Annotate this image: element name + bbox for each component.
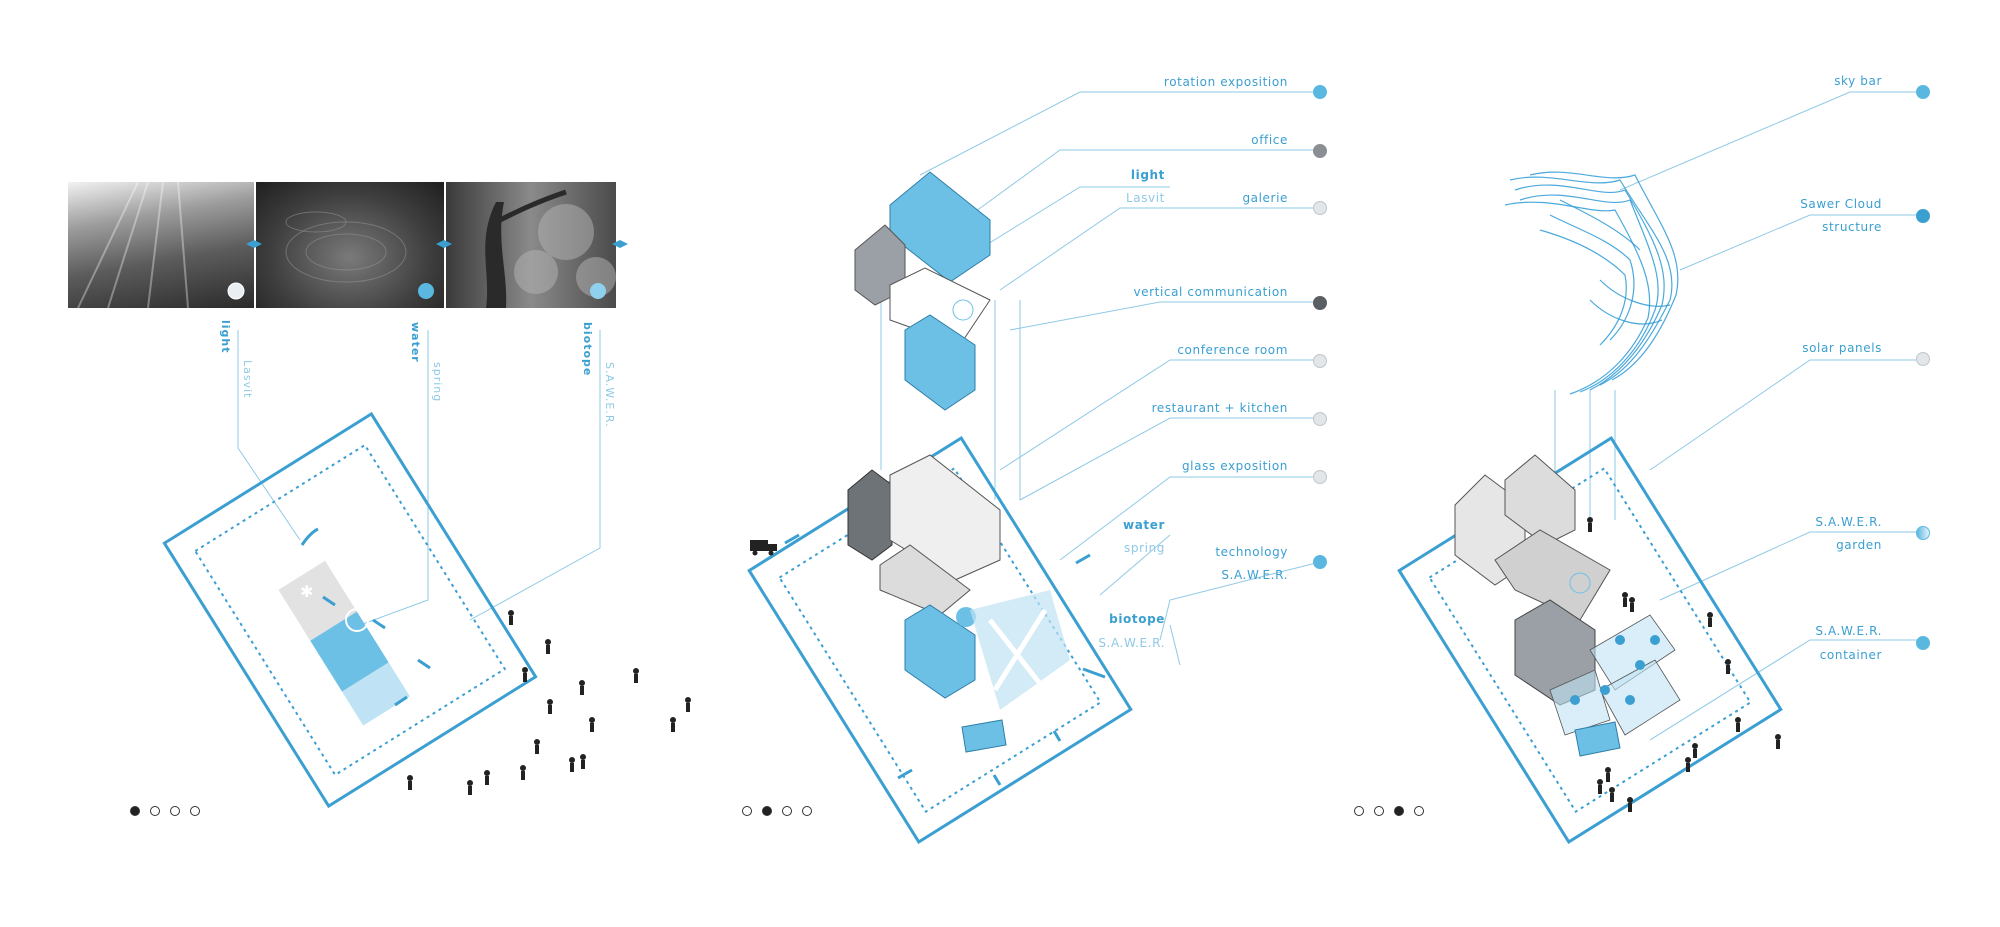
page-dot-3[interactable] — [1394, 806, 1404, 816]
label-light-sub: Lasvit — [241, 360, 254, 399]
label-solar-panels: solar panels — [1802, 341, 1882, 355]
label-biotope-2: biotope — [1109, 612, 1165, 626]
dot-vertical-communication — [1313, 296, 1327, 310]
page-dot-1[interactable] — [130, 806, 140, 816]
label-biotope-sub-2: S.A.W.E.R. — [1098, 636, 1165, 650]
page-dot-1[interactable] — [1354, 806, 1364, 816]
dot-sawer-cloud — [1916, 209, 1930, 223]
label-galerie: galerie — [1242, 191, 1288, 205]
label-sky-bar: sky bar — [1834, 74, 1882, 88]
label-technology: technology — [1215, 545, 1288, 559]
lower-volumes — [847, 454, 1070, 753]
dot-garden — [1916, 526, 1930, 540]
label-light-sub-2: Lasvit — [1125, 191, 1165, 205]
label-water-2: water — [1123, 518, 1165, 532]
label-structure: structure — [1822, 220, 1882, 234]
photo-light — [68, 182, 254, 308]
label-sawer-container: S.A.W.E.R. — [1815, 624, 1882, 638]
label-water-sub-2: spring — [1124, 541, 1165, 555]
water-circle-icon — [345, 608, 369, 632]
label-glass-exposition: glass exposition — [1181, 459, 1288, 473]
light-rays-graphic — [77, 182, 245, 308]
label-light-2: light — [1130, 168, 1165, 182]
label-container: container — [1819, 648, 1882, 662]
label-conference-room: conference room — [1177, 343, 1288, 357]
dot-office — [1313, 144, 1327, 158]
page-dot-4[interactable] — [802, 806, 812, 816]
dot-sky-bar — [1916, 85, 1930, 99]
dot-solar-panels — [1916, 352, 1930, 366]
palm-trees — [1570, 635, 1660, 705]
label-rotation-exposition: rotation exposition — [1163, 75, 1288, 89]
label-sawer-cloud: Sawer Cloud — [1800, 197, 1882, 211]
people-figures — [407, 610, 691, 795]
label-biotope-sub: S.A.W.E.R. — [603, 362, 616, 428]
page-dot-1[interactable] — [742, 806, 752, 816]
dot-technology — [1313, 555, 1327, 569]
label-garden: garden — [1836, 538, 1882, 552]
dot-glass-exposition — [1313, 470, 1327, 484]
label-restaurant-kitchen: restaurant + kitchen — [1151, 401, 1288, 415]
page-dot-2[interactable] — [1374, 806, 1384, 816]
label-office: office — [1251, 133, 1288, 147]
people-figures-3 — [1587, 517, 1781, 812]
water-texture-graphic — [285, 211, 434, 299]
page-dot-4[interactable] — [1414, 806, 1424, 816]
page-dot-2[interactable] — [150, 806, 160, 816]
sawer-cloud-graphic — [1504, 171, 1679, 395]
page-dot-3[interactable] — [782, 806, 792, 816]
panel-structure: sky bar Sawer Cloud structure solar pane… — [1350, 0, 2000, 927]
page-dot-2[interactable] — [762, 806, 772, 816]
page-dot-4[interactable] — [190, 806, 200, 816]
svg-text:✱: ✱ — [300, 582, 313, 601]
photo-biotope — [446, 182, 616, 308]
upper-volumes — [854, 171, 991, 411]
dot-galerie — [1313, 201, 1327, 215]
panel-functions: rotation exposition office light Lasvit … — [700, 0, 1350, 927]
label-sawer-garden: S.A.W.E.R. — [1815, 515, 1882, 529]
dot-container — [1916, 636, 1930, 650]
label-vertical-communication: vertical communication — [1133, 285, 1288, 299]
label-water-sub: spring — [431, 362, 444, 403]
label-water: water — [409, 322, 422, 363]
panel3-diagram — [1397, 91, 1920, 844]
dot-rotation-exposition — [1313, 85, 1327, 99]
label-biotope: biotope — [581, 322, 594, 377]
panel1-diagram: ✱ — [162, 240, 691, 809]
truck-icon — [750, 540, 777, 556]
photo-water — [256, 182, 444, 308]
panel2-diagram — [747, 91, 1321, 844]
dot-conference-room — [1313, 354, 1327, 368]
garden-area — [1549, 614, 1681, 736]
page-dot-3[interactable] — [170, 806, 180, 816]
label-light: light — [219, 320, 232, 354]
dot-restaurant-kitchen — [1313, 412, 1327, 426]
tree-graphic — [485, 189, 616, 308]
panel-concept: ✱ light Lasvit water spri — [0, 0, 700, 927]
label-technology-sub: S.A.W.E.R. — [1221, 568, 1288, 582]
building-mass — [1454, 454, 1611, 706]
